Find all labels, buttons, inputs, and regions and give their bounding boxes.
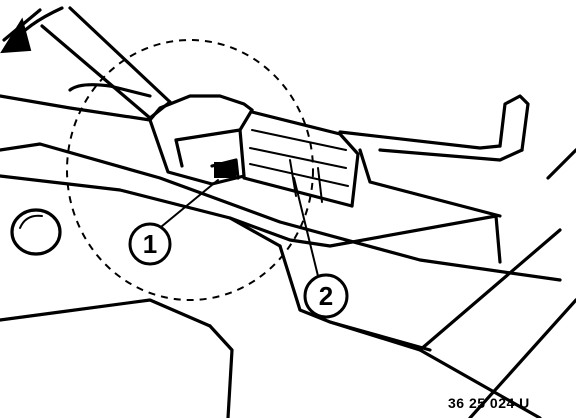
reference-code: 36 25 024 U (448, 395, 530, 411)
direction-arrow (0, 6, 64, 54)
leader-line-2 (293, 177, 319, 277)
callout-1: 1 (128, 222, 172, 266)
screwdriver-tool (40, 6, 172, 120)
callout-1-label: 1 (143, 229, 157, 259)
connector-housing (148, 94, 254, 186)
callout-2-label: 2 (319, 281, 333, 311)
connector-plug (242, 110, 360, 208)
mounting-bracket (0, 142, 576, 418)
mounting-hole (10, 208, 62, 256)
upper-panel (0, 83, 530, 218)
detail-circle (66, 39, 314, 301)
callout-2: 2 (303, 273, 349, 319)
